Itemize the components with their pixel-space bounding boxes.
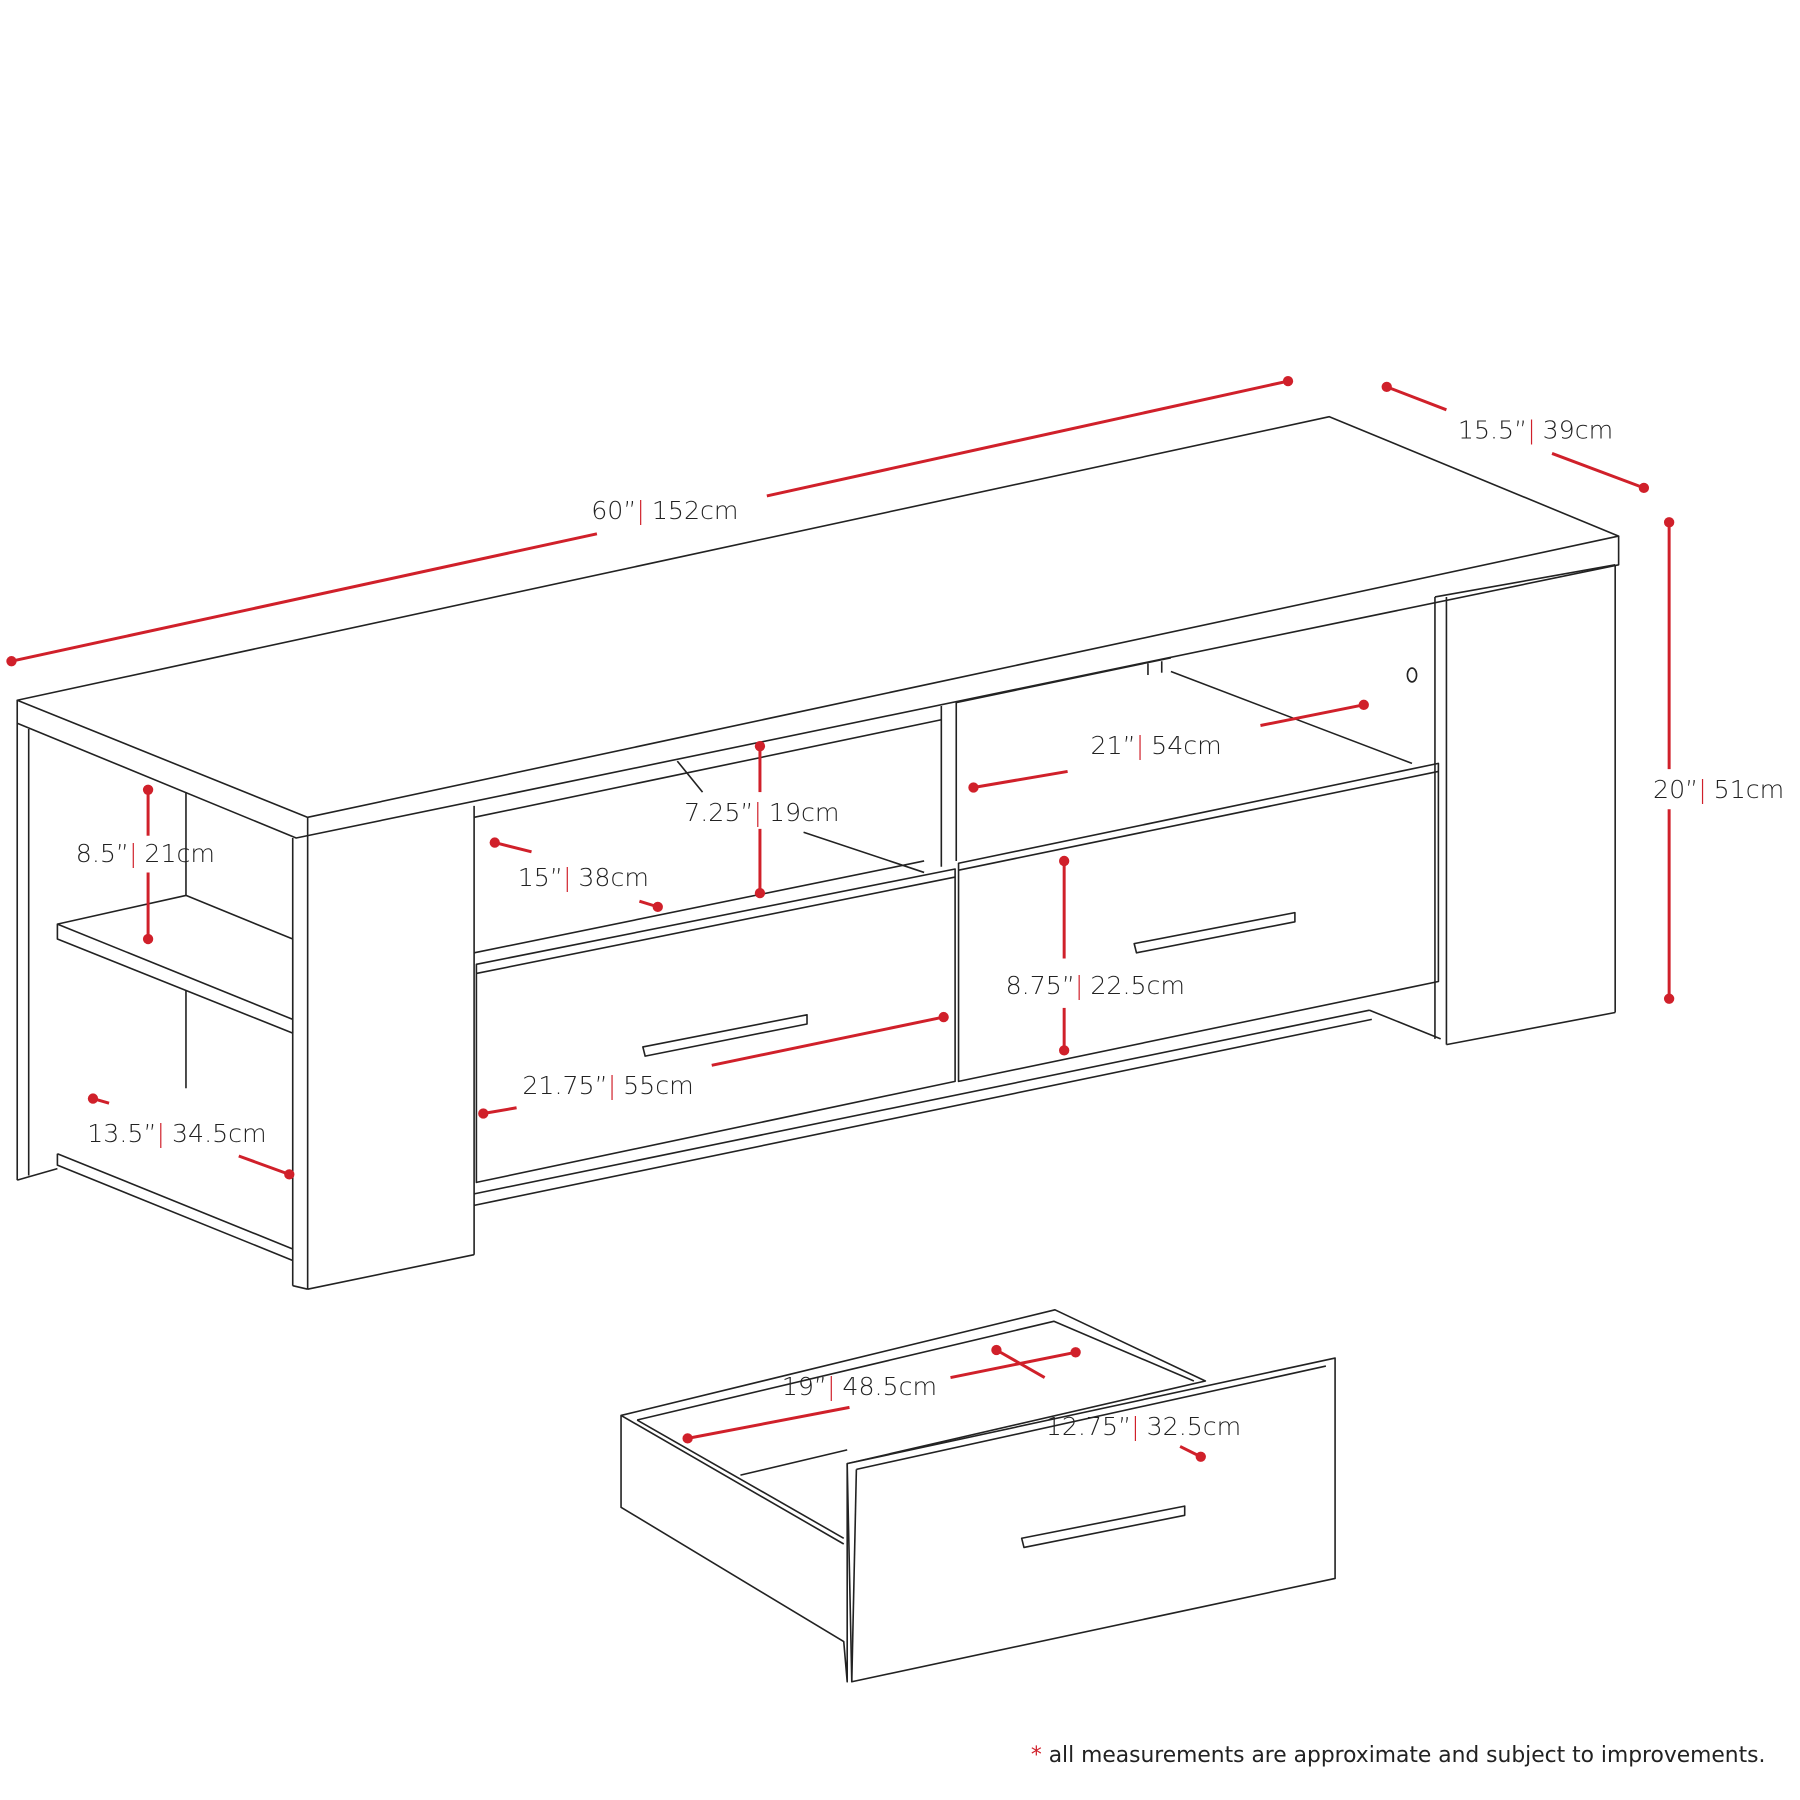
footnote: * all measurements are approximate and s… bbox=[1031, 1743, 1766, 1768]
dim-line-drawer-inner-depth bbox=[991, 1344, 1206, 1462]
dim-line-overall-height bbox=[1663, 517, 1675, 1004]
dim-line-cubby-width bbox=[968, 699, 1369, 793]
dimension-lines bbox=[6, 375, 1675, 1462]
label-cubby-width: 21”|54cm bbox=[1091, 731, 1222, 760]
label-overall-height: 20”|51cm bbox=[1653, 775, 1784, 804]
dim-line-side-shelf-depth bbox=[87, 1093, 295, 1180]
dim-line-drawer-inner-width bbox=[682, 1347, 1081, 1444]
label-cubby-depth: 15”|38cm bbox=[518, 863, 649, 892]
dim-line-cubby-depth bbox=[489, 837, 663, 913]
label-side-shelf-height: 8.5”|21cm bbox=[76, 839, 215, 868]
label-cubby-height: 7.25”|19cm bbox=[684, 798, 839, 827]
dim-line-overall-depth bbox=[1381, 381, 1650, 494]
dim-line-drawer-width bbox=[478, 1011, 949, 1119]
dim-line-overall-width bbox=[6, 375, 1294, 667]
label-overall-depth: 15.5”|39cm bbox=[1458, 416, 1613, 445]
dim-line-side-shelf-height bbox=[142, 784, 154, 945]
drawer-drawing bbox=[620, 1309, 1336, 1683]
dimension-labels: 60”|152cm 15.5”|39cm 20”|51cm 8.5”|21cm … bbox=[76, 416, 1785, 1441]
label-drawer-inner-depth: 12.75”|32.5cm bbox=[1046, 1412, 1241, 1441]
drawer-handle bbox=[1020, 1505, 1186, 1549]
label-drawer-height: 8.75”|22.5cm bbox=[1006, 971, 1185, 1000]
label-side-shelf-depth: 13.5”|34.5cm bbox=[87, 1119, 266, 1148]
dim-line-drawer-height bbox=[1058, 855, 1070, 1056]
dim-line-cubby-height bbox=[754, 741, 766, 899]
tv-stand-drawing bbox=[16, 415, 1620, 1290]
label-drawer-width: 21.75”|55cm bbox=[522, 1071, 693, 1100]
label-drawer-inner-width: 19”|48.5cm bbox=[782, 1372, 937, 1401]
drawer-handle-right bbox=[1133, 911, 1296, 954]
drawer-handle-left bbox=[642, 1013, 808, 1057]
label-overall-width: 60”|152cm bbox=[591, 496, 738, 525]
